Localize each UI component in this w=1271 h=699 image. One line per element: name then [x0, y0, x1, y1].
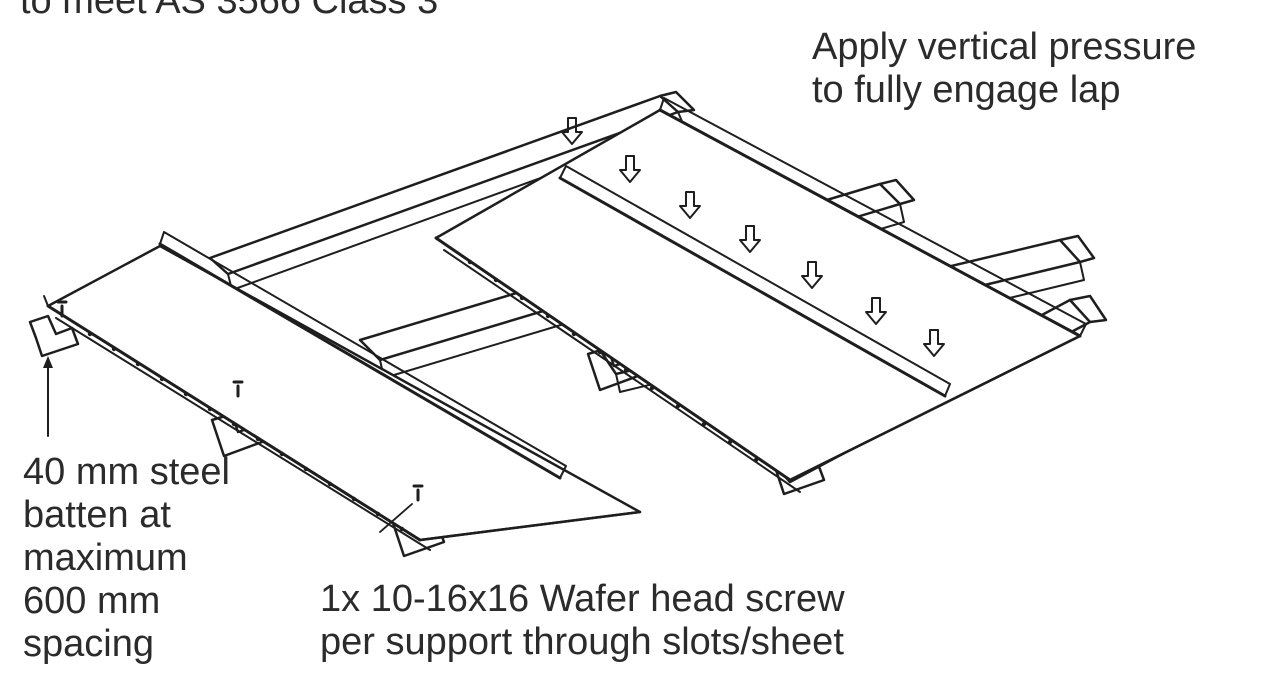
- screw-annotation: 1x 10-16x16 Wafer head screw per support…: [320, 578, 845, 663]
- down-arrow-icon: [619, 155, 641, 183]
- down-arrow-icon: [739, 225, 761, 253]
- down-arrow-icon: [679, 191, 701, 219]
- pressure-arrows: [561, 117, 945, 357]
- screw-slots-right: [467, 259, 759, 463]
- screw-leader-line: [379, 503, 413, 533]
- down-arrow-icon: [561, 117, 583, 145]
- pressure-annotation: Apply vertical pressure to fully engage …: [812, 26, 1197, 111]
- down-arrow-icon: [801, 261, 823, 289]
- batten-annotation: 40 mm steel batten at maximum 600 mm spa…: [23, 451, 230, 665]
- diagram-title: to meet AS 3566 Class 3: [20, 0, 439, 22]
- batten-stub-left: [28, 314, 80, 358]
- right-roof-sheet: [434, 97, 1087, 493]
- screw-slots-left: [87, 331, 405, 532]
- down-arrow-icon: [865, 297, 887, 325]
- left-roof-sheet: [43, 231, 642, 551]
- down-arrow-icon: [923, 329, 945, 357]
- batten-1: [208, 90, 696, 291]
- wafer-head-screw-icons: [56, 300, 424, 502]
- leader-lines: [43, 356, 413, 533]
